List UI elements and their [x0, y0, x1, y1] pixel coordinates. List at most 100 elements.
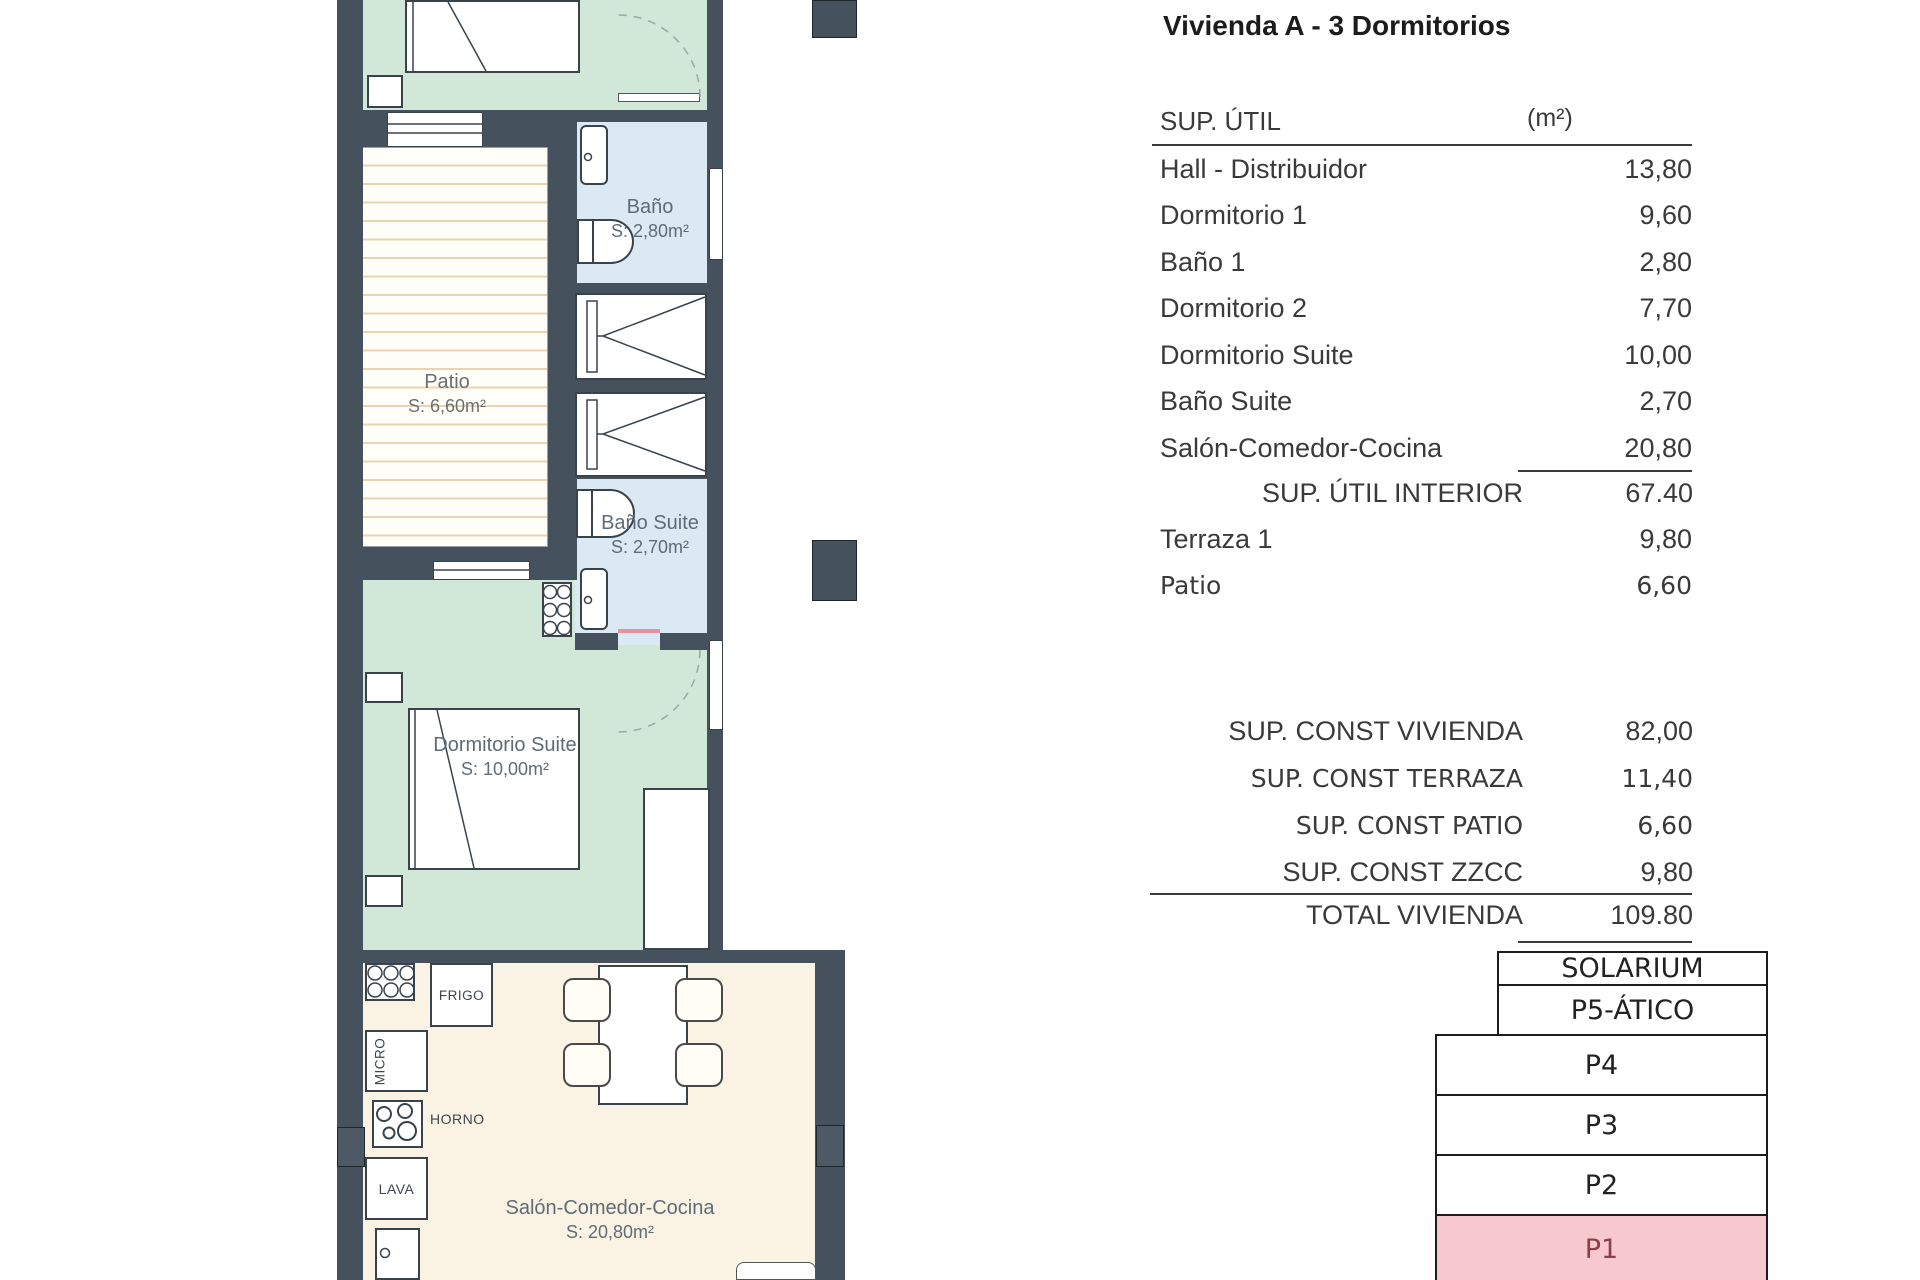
table-row: Dormitorio 2 7,70 [1152, 292, 1692, 326]
room-name: Baño [626, 196, 674, 218]
table-header-line [1152, 144, 1692, 146]
row-label: Baño 1 [1160, 247, 1246, 277]
window-bedroom-patio [387, 112, 483, 147]
row-label: SUP. CONST ZZCC [1282, 857, 1523, 887]
row-label: Dormitorio 2 [1160, 293, 1308, 323]
table-row-total: TOTAL VIVIENDA 109.80 [1152, 899, 1693, 933]
row-label: Terraza 1 [1160, 524, 1273, 554]
window-patio-bottom [433, 561, 530, 580]
chair [563, 978, 611, 1022]
room-label-salon: Salón-Comedor-Cocina S: 20,80m² [460, 1196, 760, 1244]
row-value: 11,40 [1621, 764, 1693, 793]
kitchen-sink [375, 1228, 420, 1280]
total-bottom-line [1518, 941, 1692, 943]
level-p1-highlighted: P1 [1435, 1214, 1768, 1280]
table-row: Dormitorio Suite 10,00 [1152, 339, 1692, 373]
nightstand-suite-2 [365, 875, 403, 907]
room-name: Baño Suite [601, 512, 699, 534]
row-label: Hall - Distribuidor [1160, 154, 1368, 184]
window-suite-right [709, 640, 723, 730]
level-p2: P2 [1435, 1154, 1768, 1216]
level-label: P2 [1584, 1169, 1619, 1201]
wall-banosuite-bottom-left [575, 633, 618, 650]
row-value: 67.40 [1625, 478, 1693, 508]
row-label: Dormitorio 1 [1160, 200, 1308, 230]
table-row: SUP. CONST TERRAZA 11,40 [1152, 762, 1693, 796]
washbasin-bano [580, 125, 608, 185]
table-row: Terraza 1 9,80 [1152, 523, 1692, 557]
hob-6-burner [365, 963, 415, 1001]
row-label: SUP. CONST PATIO [1295, 811, 1523, 840]
oven-hob [372, 1100, 423, 1148]
row-label: TOTAL VIVIENDA [1305, 900, 1523, 930]
room-size: S: 6,60m² [407, 396, 487, 416]
row-value: 82,00 [1625, 716, 1693, 746]
row-label: Patio [1160, 571, 1222, 600]
chair [563, 1043, 611, 1087]
table-row: Dormitorio 1 9,60 [1152, 199, 1692, 233]
room-label-bano: Baño S: 2,80m² [550, 195, 750, 243]
table-row-interior: SUP. ÚTIL INTERIOR 67.40 [1152, 477, 1693, 511]
row-value: 9,60 [1639, 200, 1692, 230]
wardrobe-2 [575, 392, 707, 477]
nightstand-dormitorio1 [367, 75, 403, 108]
row-value: 9,80 [1639, 524, 1692, 554]
row-value: 6,60 [1636, 571, 1692, 600]
washbasin-bano-suite [580, 568, 608, 630]
subtotal-line [1518, 470, 1692, 472]
pillar-top-right [812, 0, 857, 38]
table-row: Baño 1 2,80 [1152, 246, 1692, 280]
row-label: SUP. CONST TERRAZA [1250, 764, 1523, 793]
row-value: 13,80 [1624, 154, 1692, 184]
room-label-patio: Patio S: 6,60m² [347, 370, 547, 418]
row-label: SUP. ÚTIL INTERIOR [1261, 478, 1523, 508]
nightstand-suite-1 [365, 672, 403, 703]
row-value: 10,00 [1624, 340, 1692, 370]
wall-wardrobe-sep [575, 380, 707, 392]
table-row: Patio 6,60 [1152, 569, 1692, 603]
oven-label-text: HORNO [430, 1111, 485, 1127]
level-label: P1 [1584, 1233, 1619, 1265]
fridge [430, 963, 493, 1027]
room-name: Salón-Comedor-Cocina [505, 1197, 715, 1219]
armchair-terraza [736, 1262, 816, 1280]
table-row: Baño Suite 2,70 [1152, 385, 1692, 419]
fridge-label: FRIGO [430, 963, 493, 1027]
wall-bedroom-bano [548, 110, 723, 122]
washer-unit [542, 582, 572, 637]
wall-salon-right [815, 952, 845, 1280]
room-size: S: 10,00m² [460, 759, 550, 779]
room-label-bano-suite: Baño Suite S: 2,70m² [550, 511, 750, 559]
level-p3: P3 [1435, 1094, 1768, 1156]
chair [675, 978, 723, 1022]
room-label-dormitorio-suite: Dormitorio Suite S: 10,00m² [405, 733, 605, 781]
row-label: Salón-Comedor-Cocina [1160, 433, 1443, 463]
wall-patio-right [548, 112, 577, 580]
level-label: P5-ÁTICO [1570, 994, 1695, 1026]
room-name: Dormitorio Suite [433, 734, 577, 756]
table-row: Salón-Comedor-Cocina 20,80 [1152, 432, 1692, 466]
dishwasher-label: LAVA [365, 1157, 428, 1220]
pillar-salon-right-wall [816, 1125, 844, 1167]
table-row: SUP. CONST ZZCC 9,80 [1152, 856, 1693, 890]
bed-dormitorio1 [405, 0, 580, 73]
wardrobe-suite [643, 788, 710, 950]
row-value: 7,70 [1639, 293, 1692, 323]
row-value: 6,60 [1637, 811, 1693, 840]
page-title: Vivienda A - 3 Dormitorios [1163, 10, 1511, 41]
dishwasher [365, 1157, 428, 1220]
room-size: S: 20,80m² [565, 1222, 655, 1242]
chair [675, 1043, 723, 1087]
row-label: Dormitorio Suite [1160, 340, 1354, 370]
fridge-label-text: FRIGO [438, 987, 485, 1003]
row-label: SUP. CONST VIVIENDA [1228, 716, 1523, 746]
door-leaf-dormitorio1 [618, 93, 700, 102]
table-row: Hall - Distribuidor 13,80 [1152, 153, 1692, 187]
level-p4: P4 [1435, 1034, 1768, 1096]
row-value: 2,70 [1639, 386, 1692, 416]
row-value: 109.80 [1610, 900, 1693, 930]
room-size: S: 2,70m² [610, 537, 690, 557]
table-row: SUP. CONST VIVIENDA 82,00 [1152, 715, 1693, 749]
oven-label: HORNO [430, 1108, 490, 1130]
